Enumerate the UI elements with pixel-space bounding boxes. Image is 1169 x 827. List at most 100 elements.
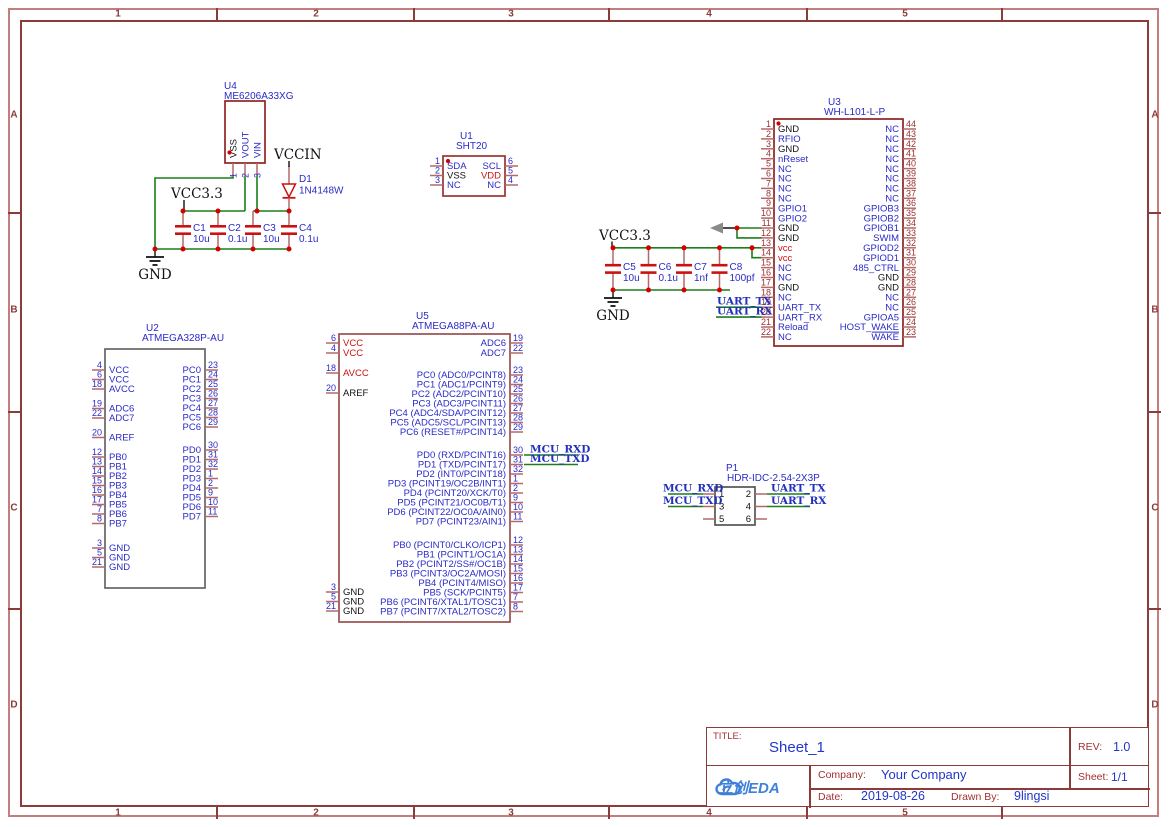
U2-pin-name: PD7 <box>183 512 201 523</box>
U4-pin-name: VSS <box>229 139 240 158</box>
U5-pin-name: ADC6 <box>481 338 506 349</box>
U3-pin-number: 43 <box>906 129 916 139</box>
U1-pin-number: 3 <box>435 175 440 185</box>
U5-pin-name: PD7 (PCINT23/AIN1) <box>416 517 506 528</box>
U3-pin-number: 17 <box>761 277 771 287</box>
D1-diode-triangle[interactable] <box>281 183 297 199</box>
U2-pin-number: 6 <box>97 370 102 380</box>
U3-pin-number: 41 <box>906 149 916 159</box>
U5-pin-name: ADC7 <box>481 348 506 359</box>
U5-pin-number: 16 <box>513 573 523 583</box>
U5-symbol[interactable] <box>338 333 511 623</box>
net-flag-VCCIN: VCCIN <box>273 147 322 163</box>
U5-pin-number: 9 <box>513 493 518 503</box>
rev-value: 1.0 <box>1113 740 1131 754</box>
U5-pin-number: 17 <box>513 583 523 593</box>
net-wire[interactable] <box>736 228 762 239</box>
U3-pin-number: 1 <box>766 119 771 129</box>
C2-capacitor-plate[interactable] <box>210 225 226 228</box>
U5-pin-number: 19 <box>513 333 523 343</box>
U3-pin-number: 33 <box>906 228 916 238</box>
U2-pin-number: 24 <box>208 370 218 380</box>
C3-capacitor-plate[interactable] <box>245 232 261 235</box>
U3-pin-number: 42 <box>906 139 916 149</box>
U5-pin-number: 11 <box>513 512 522 522</box>
U3-pin-number: 31 <box>906 248 916 258</box>
U2-pin-name: PC5 <box>183 413 201 424</box>
C4-capacitor-plate[interactable] <box>281 225 297 228</box>
U5-pin-name: PD0 (RXD/PCINT16) <box>417 450 506 461</box>
U1-pin-name: NC <box>487 180 501 191</box>
U2-pin-name: PD3 <box>183 474 201 485</box>
U3-pin-name: GND <box>778 233 799 244</box>
C2-value: 0.1u <box>228 234 247 245</box>
C1-capacitor-plate[interactable] <box>175 225 191 228</box>
C1-capacitor-plate[interactable] <box>175 232 191 235</box>
U3-pin-name: GND <box>878 283 899 294</box>
C8-ref: C8 <box>730 262 743 273</box>
U2-pin-name: PB2 <box>109 471 127 482</box>
C6-capacitor-plate[interactable] <box>640 271 657 274</box>
U2-pin-name: PC1 <box>183 375 201 386</box>
U5-pin-number: 18 <box>326 363 336 373</box>
U3-pin-name: GPIOA5 <box>864 312 899 323</box>
U3-pin-name: NC <box>885 164 899 175</box>
title-block-divider <box>707 764 1148 767</box>
U3-pin-number: 13 <box>761 238 771 248</box>
P1-pin-number: 1 <box>719 489 724 500</box>
U5-pin-number: 2 <box>513 483 518 493</box>
U3-pin-number: 39 <box>906 169 916 179</box>
U3-pin-number: 3 <box>766 139 771 149</box>
U3-pin-name: NC <box>885 144 899 155</box>
C7-capacitor-plate[interactable] <box>676 271 692 274</box>
U2-pin-name: PB6 <box>109 509 127 520</box>
U3-pin-number: 9 <box>766 198 771 208</box>
C8-capacitor-plate[interactable] <box>711 271 728 274</box>
C5-capacitor-plate[interactable] <box>605 271 621 274</box>
grid-tick <box>216 8 218 20</box>
U2-pin-number: 31 <box>208 450 218 460</box>
C8-capacitor-plate[interactable] <box>711 263 728 267</box>
C4-capacitor-plate[interactable] <box>281 232 297 235</box>
U5-pin-name: PB2 (PCINT2/SS#/OC1B) <box>396 559 506 570</box>
title-block-divider <box>809 788 1150 790</box>
U3-pin-name: vcc <box>778 243 793 254</box>
U3-pin-name: RFIO <box>778 134 801 145</box>
U4-pin1-dot <box>227 150 232 155</box>
net-wire[interactable] <box>751 247 762 259</box>
C3-ref: C3 <box>263 223 276 234</box>
U3-pin-number: 37 <box>906 188 916 198</box>
U3-pin-name: nReset <box>778 154 808 165</box>
C3-capacitor-plate[interactable] <box>245 225 261 228</box>
U3-pin-name: NC <box>778 273 792 284</box>
U2-pin-number: 20 <box>92 428 102 438</box>
C7-capacitor-plate[interactable] <box>676 263 692 267</box>
U1-pin-number: 2 <box>435 166 440 176</box>
C1-ref: C1 <box>193 223 206 234</box>
U3-pin-name: NC <box>778 164 792 175</box>
grid-row-label: D <box>10 699 18 711</box>
U5-pin-number: 32 <box>513 464 523 474</box>
U3-pin-name: NC <box>778 174 792 185</box>
C2-capacitor-plate[interactable] <box>210 232 226 235</box>
U2-pin-number: 11 <box>208 507 217 517</box>
gnd-arrow-symbol[interactable] <box>710 222 723 234</box>
U3-pin-name: NC <box>778 194 792 205</box>
U1-pin-number: 1 <box>435 156 440 166</box>
U2-pin-name: VCC <box>109 375 129 386</box>
C6-capacitor-plate[interactable] <box>640 263 657 267</box>
U4-pin-number: 1 <box>229 173 239 178</box>
U2-pin-name: PD6 <box>183 502 201 513</box>
U5-pin-number: 5 <box>331 592 336 602</box>
U2-pin-number: 22 <box>92 408 102 418</box>
U3-pin-name: GPIOB3 <box>864 203 899 214</box>
U2-pin-number: 18 <box>92 379 102 389</box>
C7-value: 1nf <box>694 273 708 284</box>
U3-symbol[interactable] <box>773 118 904 347</box>
P1-pin-number: 3 <box>719 502 724 513</box>
U5-pin-number: 7 <box>513 592 518 602</box>
C5-capacitor-plate[interactable] <box>605 263 621 267</box>
junction-dot <box>215 246 221 252</box>
C8-value: 100pf <box>730 273 755 284</box>
